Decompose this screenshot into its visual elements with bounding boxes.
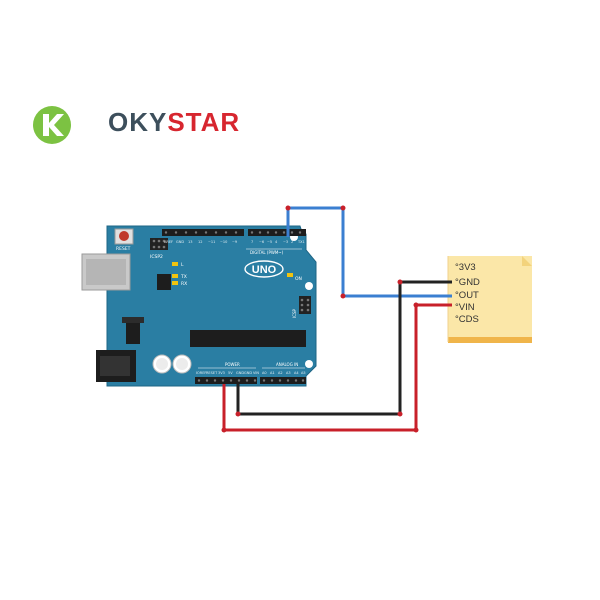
power-header xyxy=(195,377,257,384)
svg-text:~5: ~5 xyxy=(267,240,272,244)
svg-text:A4: A4 xyxy=(294,371,299,375)
sensor-pin-vin: °VIN xyxy=(455,302,475,313)
svg-text:GND: GND xyxy=(244,371,252,375)
sensor-pin-gnd: °GND xyxy=(455,277,480,288)
sensor-pin-out: °OUT xyxy=(455,290,479,301)
signal-wire xyxy=(285,205,452,299)
l-label: L xyxy=(181,262,184,268)
icsp2-header xyxy=(150,238,168,250)
icsp-header xyxy=(299,296,311,314)
svg-text:IOREF: IOREF xyxy=(196,371,206,375)
icsp2-label: ICSP2 xyxy=(150,254,163,260)
svg-text:GND: GND xyxy=(236,371,244,375)
logo-text-star: STAR xyxy=(167,107,241,137)
okystar-logo: OKYSTAR xyxy=(30,105,239,145)
svg-text:~11: ~11 xyxy=(208,240,215,244)
svg-text:13: 13 xyxy=(188,240,192,244)
svg-text:2: 2 xyxy=(291,240,293,244)
svg-text:A1: A1 xyxy=(270,371,275,375)
analog-label: ANALOG IN xyxy=(276,362,298,367)
svg-text:3V3: 3V3 xyxy=(218,371,225,375)
uno-label: UNO xyxy=(252,264,277,276)
on-label: ON xyxy=(295,276,302,282)
icsp-label: ICSP xyxy=(292,308,297,318)
analog-header xyxy=(260,377,306,384)
power-label: POWER xyxy=(225,362,240,367)
atmega-chip xyxy=(190,330,306,347)
svg-text:A0: A0 xyxy=(262,371,267,375)
svg-text:GND: GND xyxy=(176,240,184,244)
svg-text:4: 4 xyxy=(275,240,278,244)
svg-text:~6: ~6 xyxy=(259,240,264,244)
svg-text:AREF: AREF xyxy=(164,240,173,244)
svg-text:12: 12 xyxy=(198,240,202,244)
uno-badge xyxy=(244,260,284,278)
sensor-pin-cds: °CDS xyxy=(455,314,479,325)
svg-text:5V: 5V xyxy=(228,371,233,375)
logo-text-oky: OKY xyxy=(108,107,168,137)
svg-text:TX1: TX1 xyxy=(297,240,305,244)
digital-label: DIGITAL (PWM~) xyxy=(250,250,284,255)
rx-label: RX xyxy=(181,281,187,287)
sensor-module xyxy=(447,256,532,343)
svg-text:A2: A2 xyxy=(278,371,283,375)
svg-text:~9: ~9 xyxy=(232,240,237,244)
okystar-k-icon xyxy=(33,106,71,144)
sensor-pin-3v3: °3V3 xyxy=(455,262,476,273)
usb-chip xyxy=(157,274,171,290)
svg-text:~3: ~3 xyxy=(283,240,288,244)
svg-text:VIN: VIN xyxy=(253,371,259,375)
reset-label: RESET xyxy=(116,246,131,252)
power-wire xyxy=(221,302,452,433)
svg-text:A3: A3 xyxy=(286,371,291,375)
svg-text:RESET: RESET xyxy=(206,371,218,375)
tx-label: TX xyxy=(180,274,187,280)
svg-text:A5: A5 xyxy=(301,371,306,375)
svg-text:7: 7 xyxy=(251,240,253,244)
svg-text:~10: ~10 xyxy=(220,240,227,244)
ground-wire xyxy=(235,279,452,417)
